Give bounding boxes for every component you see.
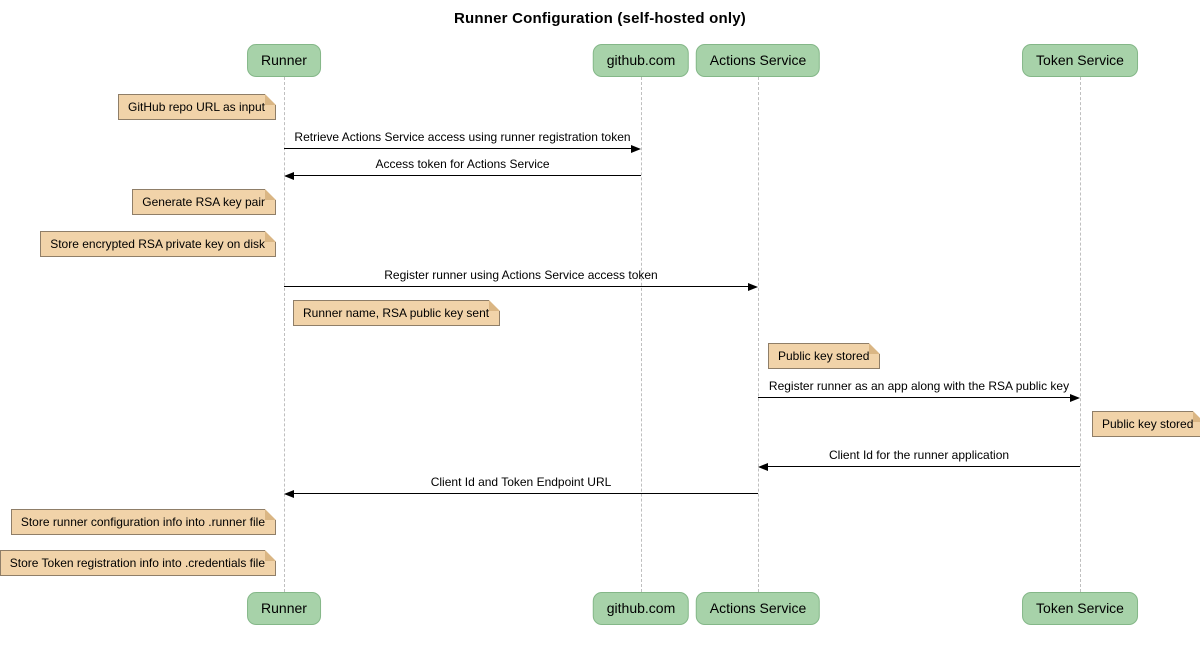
arrowhead-icon bbox=[284, 490, 294, 498]
actor-runner-bottom: Runner bbox=[247, 592, 321, 625]
lifeline-runner bbox=[284, 77, 285, 592]
note-5: Public key stored bbox=[1092, 411, 1200, 437]
actor-token-service-top: Token Service bbox=[1022, 44, 1138, 77]
arrowhead-icon bbox=[748, 283, 758, 291]
actor-actions-service-top: Actions Service bbox=[695, 44, 821, 77]
actor-runner-top: Runner bbox=[247, 44, 321, 77]
message-line-0 bbox=[284, 148, 632, 149]
note-3: Runner name, RSA public key sent bbox=[293, 300, 501, 326]
note-6: Store runner configuration info into .ru… bbox=[10, 509, 277, 535]
message-label-4: Client Id for the runner application bbox=[828, 448, 1010, 462]
message-label-0: Retrieve Actions Service access using ru… bbox=[294, 130, 631, 144]
actor-github-com-bottom: github.com bbox=[592, 592, 690, 625]
actor-github-com-top: github.com bbox=[592, 44, 690, 77]
arrowhead-icon bbox=[758, 463, 768, 471]
message-label-2: Register runner using Actions Service ac… bbox=[384, 268, 658, 282]
lifeline-github-com bbox=[641, 77, 642, 592]
message-line-1 bbox=[293, 175, 641, 176]
note-4: Public key stored bbox=[768, 343, 881, 369]
note-1: Generate RSA key pair bbox=[132, 189, 276, 215]
note-2: Store encrypted RSA private key on disk bbox=[40, 231, 276, 257]
lifeline-token-service bbox=[1080, 77, 1081, 592]
note-7: Store Token registration info into .cred… bbox=[0, 550, 277, 576]
message-label-1: Access token for Actions Service bbox=[375, 157, 550, 171]
message-label-5: Client Id and Token Endpoint URL bbox=[430, 475, 612, 489]
arrowhead-icon bbox=[284, 172, 294, 180]
message-label-3: Register runner as an app along with the… bbox=[768, 379, 1070, 393]
arrowhead-icon bbox=[631, 145, 641, 153]
arrowhead-icon bbox=[1070, 394, 1080, 402]
note-0: GitHub repo URL as input bbox=[118, 94, 276, 120]
message-line-3 bbox=[758, 397, 1071, 398]
message-line-4 bbox=[767, 466, 1080, 467]
message-line-2 bbox=[284, 286, 749, 287]
diagram-title: Runner Configuration (self-hosted only) bbox=[454, 10, 746, 27]
message-line-5 bbox=[293, 493, 758, 494]
actor-token-service-bottom: Token Service bbox=[1022, 592, 1138, 625]
actor-actions-service-bottom: Actions Service bbox=[695, 592, 821, 625]
lifeline-actions-service bbox=[758, 77, 759, 592]
